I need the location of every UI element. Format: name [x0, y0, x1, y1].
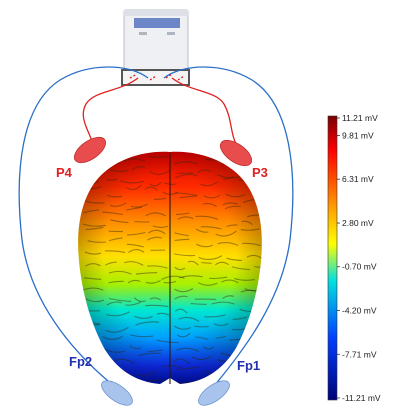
brain-gyrus: [254, 324, 269, 327]
label-fp1: Fp1: [237, 358, 260, 373]
colorbar-tick-label: 9.81 mV: [342, 130, 374, 140]
colorbar-tick-label: -11.21 mV: [342, 393, 381, 403]
brain-gyrus: [82, 373, 92, 376]
colorbar: 11.21 mV 9.81 mV 6.31 mV 2.80 mV -0.70 mV -4.…: [328, 113, 381, 403]
amplifier-button: [139, 32, 147, 35]
colorbar-tick-label: 11.21 mV: [342, 113, 378, 123]
brain-topomap: [78, 152, 277, 386]
red-wire-p4: [83, 78, 138, 142]
colorbar-tick-label: 6.31 mV: [342, 174, 374, 184]
brain-gyrus: [250, 384, 263, 386]
brain-gyrus: [82, 344, 101, 346]
label-p3: P3: [252, 165, 268, 180]
brain-gyrus: [96, 367, 106, 369]
electrode-fp1: [195, 376, 234, 410]
colorbar-tick-label: -7.71 mV: [342, 349, 377, 359]
brain-gyrus: [83, 168, 106, 170]
amplifier-button: [167, 32, 175, 35]
brain-gyrus: [113, 372, 128, 375]
colorbar-tick-label: -4.20 mV: [342, 305, 377, 315]
brain-gyrus: [254, 316, 277, 318]
amplifier-screen: [134, 18, 180, 28]
amplifier-top: [124, 10, 188, 16]
colorbar-gradient: [328, 116, 337, 400]
brain-gyrus: [231, 378, 243, 381]
colorbar-tick-label: 2.80 mV: [342, 218, 374, 228]
brain-gyrus: [252, 335, 275, 337]
label-p4: P4: [56, 165, 73, 180]
brain-gyrus: [246, 347, 267, 350]
colorbar-ticks: 11.21 mV 9.81 mV 6.31 mV 2.80 mV -0.70 mV -4.…: [337, 113, 381, 403]
electrode-fp2: [98, 376, 137, 410]
brain-gyrus: [253, 192, 272, 195]
brain-gyrus: [83, 341, 97, 343]
red-wire-p3: [172, 78, 236, 144]
colorbar-tick-label: -0.70 mV: [342, 262, 377, 272]
amplifier-device: [122, 10, 189, 85]
label-fp2: Fp2: [69, 354, 92, 369]
